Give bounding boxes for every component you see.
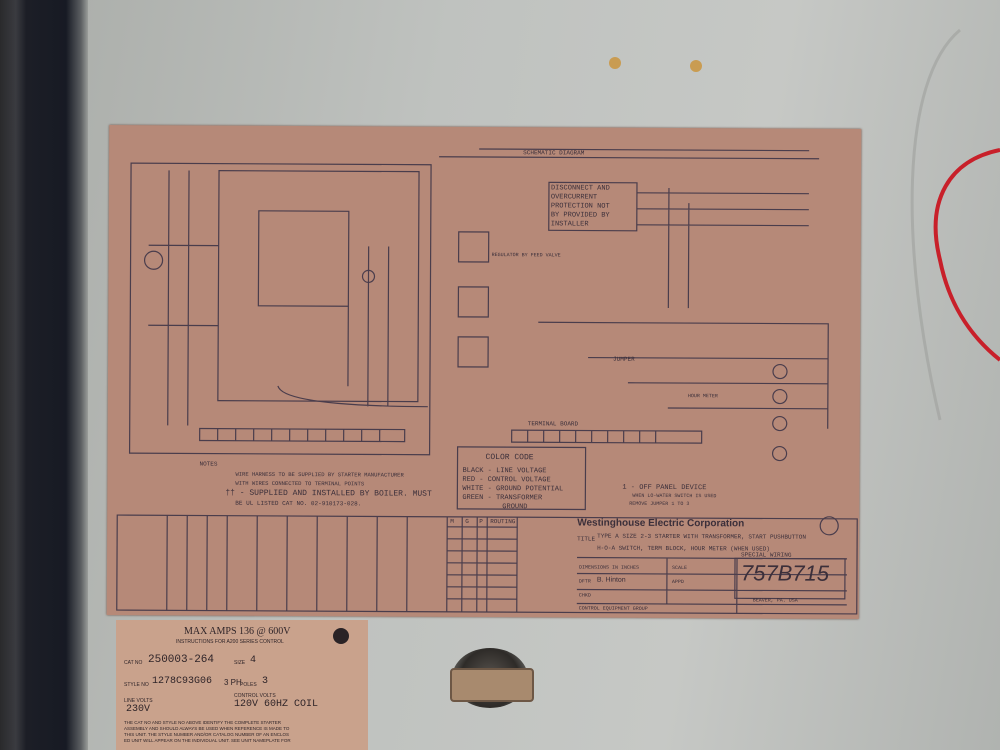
disconnect-note: DISCONNECT AND OVERCURRENT PROTECTION NO… xyxy=(551,184,610,229)
phase: 3 PH xyxy=(224,678,242,687)
color-code-row: GROUND xyxy=(502,503,528,512)
westinghouse-logo xyxy=(333,628,349,644)
notes-line: WITH WIRES CONNECTED TO TERMINAL POINTS xyxy=(235,479,365,488)
routing-col: M xyxy=(450,517,454,525)
appd-label: APPD xyxy=(671,578,684,586)
company-name: Westinghouse Electric Corporation xyxy=(577,517,745,530)
routing-col: P xyxy=(479,517,483,525)
color-code-row: RED - CONTROL VOLTAGE xyxy=(462,475,551,485)
note-line: PROTECTION NOT xyxy=(550,202,610,211)
line-volts-label: LINE VOLTS xyxy=(124,698,153,704)
notes-line: †† - SUPPLIED AND INSTALLED BY BOILER. M… xyxy=(225,488,432,499)
max-amps: MAX AMPS 136 @ 600V xyxy=(184,626,291,637)
special-wiring-label: SPECIAL WIRING xyxy=(741,551,792,559)
terminal-board-label: TERMINAL BOARD xyxy=(527,420,579,428)
instructions: INSTRUCTIONS FOR A200 SERIES CONTROL xyxy=(176,639,284,645)
drawn-label: DFTR xyxy=(578,578,591,585)
notes-line: WIRE HARNESS TO BE SUPPLIED BY STARTER M… xyxy=(235,470,404,479)
device-note-line: 1 - OFF PANEL DEVICE xyxy=(622,483,707,493)
device-note-line: REMOVE JUMPER 1 TO 3 xyxy=(629,500,690,508)
dimensions-label: DIMENSIONS IN INCHES xyxy=(578,564,640,571)
schematic-lines xyxy=(116,148,858,615)
style-no: 1278C93G06 xyxy=(152,676,213,687)
line-volts: 230V xyxy=(126,704,151,715)
control-volts-label: CONTROL VOLTS xyxy=(234,693,276,699)
notes-line: BE UL LISTED CAT NO. 02-910173-028. xyxy=(235,499,362,508)
device-note-line: WHEN LO-WATER SWITCH IS USED xyxy=(632,492,717,500)
notes-heading: NOTES xyxy=(199,460,218,468)
size-label: SIZE xyxy=(234,660,246,666)
footer-line: ED UNIT WILL APPEAR ON THE INDIVIDUAL UN… xyxy=(124,738,291,743)
rust-spot xyxy=(690,60,702,72)
note-line: INSTALLER xyxy=(550,220,589,229)
cabinet-door-edge xyxy=(0,0,88,750)
scale-label: SCALE xyxy=(671,564,688,572)
note-line: OVERCURRENT xyxy=(550,193,598,202)
location-label: BEAVER, PA. USA xyxy=(752,597,798,604)
routing-col: G xyxy=(465,517,469,525)
footer-line: THIS UNIT. THE STYLE NUMBER AND/OR CATAL… xyxy=(124,732,290,737)
wiring-diagram-sheet: SCHEMATIC DIAGRAM DISCONNECT AND OVERCUR… xyxy=(106,125,862,619)
regulator-label: REGULATOR BY FEED VALVE xyxy=(491,252,561,259)
control-volts: 120V 60HZ COIL xyxy=(234,699,319,710)
title-line: TYPE A SIZE 2-3 STARTER WITH TRANSFORMER… xyxy=(597,532,807,541)
jumper-label: JUMPER xyxy=(613,355,635,363)
color-code-row: GREEN - TRANSFORMER xyxy=(462,493,543,503)
style-label: STYLE NO xyxy=(124,682,149,688)
title-prefix: TITLE xyxy=(577,535,596,543)
footer-line: THE CAT NO AND STYLE NO ABOVE IDENTIFY T… xyxy=(124,720,282,725)
starter-nameplate: MAX AMPS 136 @ 600V INSTRUCTIONS FOR A20… xyxy=(116,620,368,750)
cat-no: 250003-264 xyxy=(148,654,215,666)
poles-label: POLES xyxy=(240,682,257,688)
group-label: CONTROL EQUIPMENT GROUP xyxy=(578,605,648,612)
drawn-by: B. Hinton xyxy=(596,576,626,584)
drawing-number: 757B715 xyxy=(740,560,830,586)
schematic-label: SCHEMATIC DIAGRAM xyxy=(523,149,585,157)
color-code-row: BLACK - LINE VOLTAGE xyxy=(462,466,547,476)
size-value: 4 xyxy=(250,655,257,666)
color-code-heading: COLOR CODE xyxy=(485,453,534,463)
note-line: BY PROVIDED BY xyxy=(550,211,610,220)
routing-col: ROUTING xyxy=(490,518,516,526)
hour-meter-label: HOUR METER xyxy=(687,393,718,400)
note-line: DISCONNECT AND xyxy=(550,184,610,193)
cat-label: CAT NO xyxy=(124,660,143,666)
chkd-label: CHKD xyxy=(578,592,591,599)
knob-handle[interactable] xyxy=(450,668,534,702)
poles-value: 3 xyxy=(262,676,269,687)
color-code-row: WHITE - GROUND POTENTIAL xyxy=(462,484,564,494)
footer-line: ASSEMBLY AND SHOULD ALWAYS BE USED WHEN … xyxy=(124,726,290,731)
rust-spot xyxy=(609,57,621,69)
